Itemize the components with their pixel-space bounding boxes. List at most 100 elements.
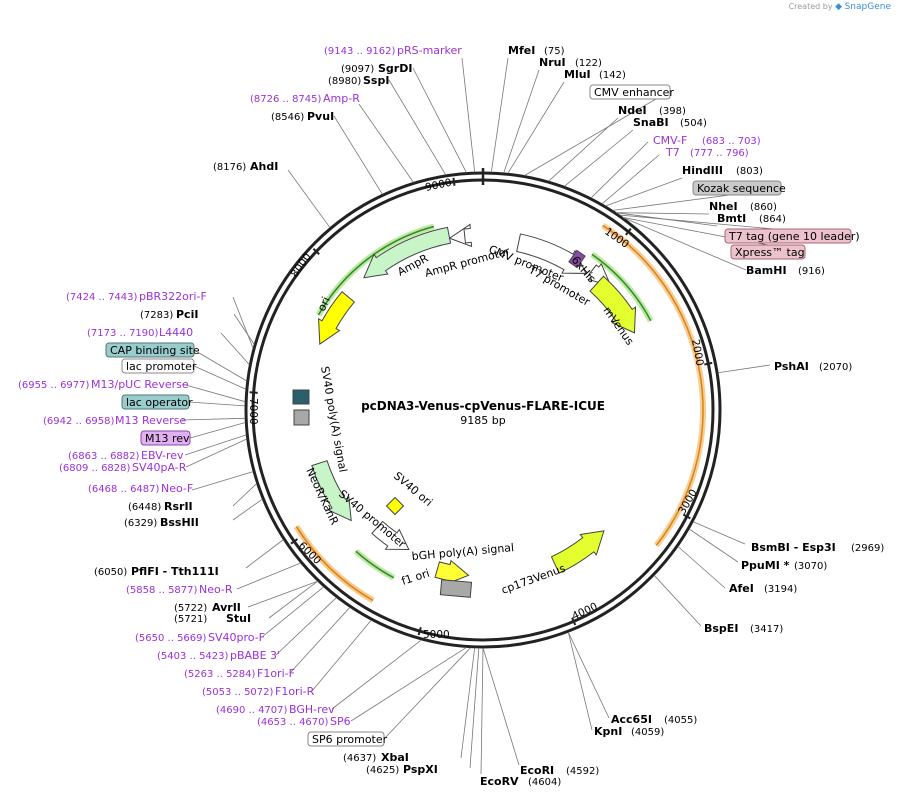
site-snabi[interactable]: SnaBI: [633, 116, 669, 129]
site-ahdi[interactable]: AhdI: [250, 160, 278, 173]
primer-f1ori-f[interactable]: F1ori-F: [257, 667, 295, 680]
site-pvui[interactable]: PvuI: [307, 110, 334, 123]
site-bmti[interactable]: BmtI: [717, 212, 746, 225]
site-mlui[interactable]: MluI: [564, 68, 591, 81]
leader-line: [193, 365, 247, 390]
site-bamhi[interactable]: BamHI: [746, 264, 787, 277]
box-lac-operator-bg: [121, 394, 190, 410]
green-track-2: [317, 225, 435, 316]
tick-label-5000: 5000: [423, 629, 450, 641]
box-sp6-promoter[interactable]: SP6 promoter: [312, 733, 388, 746]
primer-f1ori-r[interactable]: F1ori-R: [275, 685, 315, 698]
site-hindiii[interactable]: HindIII: [682, 164, 723, 177]
box-kozak[interactable]: Kozak sequence: [697, 182, 786, 195]
leader-line: [480, 647, 484, 775]
leader-line: [181, 383, 246, 403]
site-ppumi[interactable]: PpuMI *: [741, 559, 790, 572]
site-rsrii[interactable]: RsrII: [164, 500, 193, 513]
arrow-sv40-promoter: [371, 520, 410, 551]
primer-m13-reverse[interactable]: M13 Reverse: [115, 414, 186, 427]
primer-sv40pro-f[interactable]: SV40pro-F: [208, 631, 265, 644]
leader-line: [232, 296, 254, 349]
primer-pos: (9143 .. 9162): [324, 46, 396, 57]
leader-line: [564, 129, 634, 187]
tick-mark: [249, 391, 258, 394]
plasmid-length: 9185 bp: [460, 414, 505, 427]
arrow-mvenus: [589, 275, 637, 334]
box-lac-operator[interactable]: lac operator: [126, 396, 193, 409]
site-kpni[interactable]: KpnI: [594, 725, 622, 738]
leader-line: [233, 313, 255, 345]
arrow-neor: [311, 460, 352, 522]
arrow-ori: [318, 291, 356, 345]
leader-line: [482, 647, 520, 766]
site-pos: (5722): [174, 603, 207, 614]
primer-bgh-rev[interactable]: BGH-rev: [289, 703, 335, 716]
site-avrii[interactable]: AvrII: [212, 601, 241, 614]
box-xpress[interactable]: Xpress™ tag: [735, 246, 805, 259]
primer-ebv-rev[interactable]: EBV-rev: [141, 449, 184, 462]
site-nrui[interactable]: NruI: [539, 56, 566, 69]
primer-t7[interactable]: T7: [665, 146, 680, 159]
site-pos: (3194): [764, 584, 797, 595]
site-sspi[interactable]: SspI: [363, 74, 389, 87]
primer-pos: (7424 .. 7443): [66, 292, 138, 303]
orange-track: [602, 224, 704, 546]
primer-pos: (6955 .. 6977): [18, 380, 90, 391]
primer-pbr322ori-f[interactable]: pBR322ori-F: [139, 290, 207, 303]
primer-amp-r[interactable]: Amp-R: [323, 92, 360, 105]
primer-prs-marker[interactable]: pRS-marker: [397, 44, 462, 57]
leader-line: [184, 434, 247, 456]
leader-line: [718, 364, 771, 374]
box-t7-tag[interactable]: T7 tag (gene 10 leader): [728, 230, 860, 243]
primer-m13-puc-reverse[interactable]: M13/pUC Reverse: [91, 378, 189, 391]
site-afei[interactable]: AfeI: [729, 582, 754, 595]
box-lac-promoter[interactable]: lac promoter: [126, 360, 197, 373]
leader-line: [275, 597, 337, 656]
box-cap[interactable]: CAP binding site: [110, 344, 200, 357]
site-pos: (4604): [528, 777, 561, 788]
site-pflfi[interactable]: PflFI - Tth111I: [131, 565, 219, 578]
primer-sp6[interactable]: SP6: [330, 715, 351, 728]
site-xbai[interactable]: XbaI: [381, 751, 409, 764]
box-cmv-enhancer[interactable]: CMV enhancer: [594, 86, 674, 99]
site-sgrdi[interactable]: SgrDI: [378, 62, 412, 75]
feature-label-f1-ori: f1 ori: [400, 567, 431, 588]
primer-l4440[interactable]: L4440: [159, 326, 193, 339]
primer-pos: (5263 .. 5284): [184, 669, 256, 680]
site-mfei[interactable]: MfeI: [508, 44, 535, 57]
site-ndei[interactable]: NdeI: [618, 104, 647, 117]
primer-neo-f[interactable]: Neo-F: [161, 482, 193, 495]
primer-pbabe-3[interactable]: pBABE 3': [230, 649, 280, 662]
leader-line: [350, 647, 467, 722]
site-bsmbi[interactable]: BsmBI - Esp3I: [751, 541, 836, 554]
site-pos: (398): [659, 106, 686, 117]
site-pspxi[interactable]: PspXI: [403, 763, 438, 776]
leader-line: [383, 647, 471, 740]
box-m13-rev[interactable]: M13 rev: [145, 432, 190, 445]
box-t7-tag-bg: [724, 228, 852, 244]
leader-line: [507, 81, 565, 174]
primer-neo-r[interactable]: Neo-R: [199, 583, 233, 596]
site-ecorv[interactable]: EcoRV: [480, 775, 519, 788]
site-pos: (6329): [124, 518, 157, 529]
site-stui[interactable]: StuI: [226, 612, 251, 625]
primer-pos: (5403 .. 5423): [157, 651, 229, 662]
site-acc65i[interactable]: Acc65I: [611, 713, 652, 726]
primer-cmv-f[interactable]: CMV-F: [653, 134, 687, 147]
site-pcii[interactable]: PciI: [176, 308, 198, 321]
site-ecori[interactable]: EcoRI: [520, 764, 554, 777]
feature-label-ampr-promoter: AmpR promoter: [423, 245, 511, 280]
box-lac-promoter-bg: [121, 358, 195, 374]
leader-line: [232, 483, 257, 507]
green-track: [591, 253, 652, 322]
leader-line: [677, 546, 726, 589]
site-nhei[interactable]: NheI: [709, 200, 738, 213]
feature-label-bgh-polya: bGH poly(A) signal: [411, 541, 514, 563]
primer-sv40pa-r[interactable]: SV40pA-R: [132, 461, 187, 474]
leader-line: [524, 91, 669, 176]
site-bspei[interactable]: BspEI: [704, 622, 738, 635]
site-pshai[interactable]: PshAI: [774, 360, 809, 373]
leader-line: [268, 580, 318, 619]
site-bsshii[interactable]: BssHII: [160, 516, 199, 529]
